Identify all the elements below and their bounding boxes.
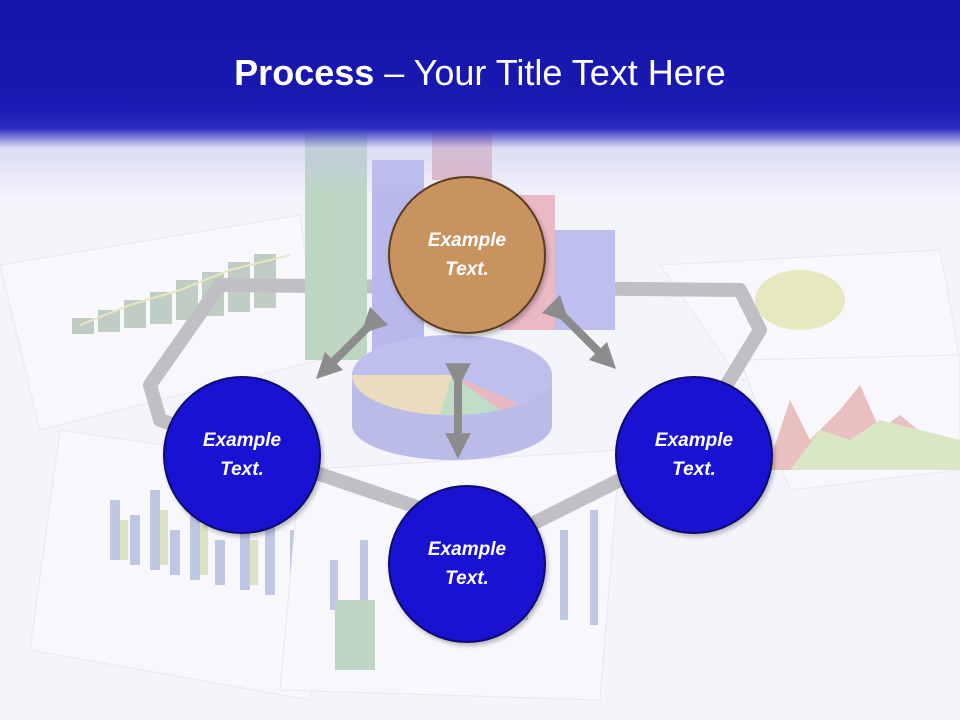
process-node-bottom[interactable]: Example Text. — [388, 485, 546, 643]
title-banner — [0, 0, 960, 200]
arrow-top-right — [541, 294, 617, 370]
node-right-label: Example Text. — [654, 430, 734, 480]
node-top-label: Example Text. — [427, 230, 507, 280]
process-node-left[interactable]: Example Text. — [163, 376, 321, 534]
title-bold: Process — [234, 52, 375, 93]
node-left-label: Example Text. — [202, 430, 282, 480]
arrow-top-left — [315, 306, 389, 380]
process-node-top[interactable]: Example Text. — [388, 176, 546, 334]
node-bottom-label: Example Text. — [427, 539, 507, 589]
process-node-right[interactable]: Example Text. — [615, 376, 773, 534]
title-rest: – Your Title Text Here — [374, 52, 726, 93]
slide-title: Process – Your Title Text Here — [0, 52, 960, 94]
